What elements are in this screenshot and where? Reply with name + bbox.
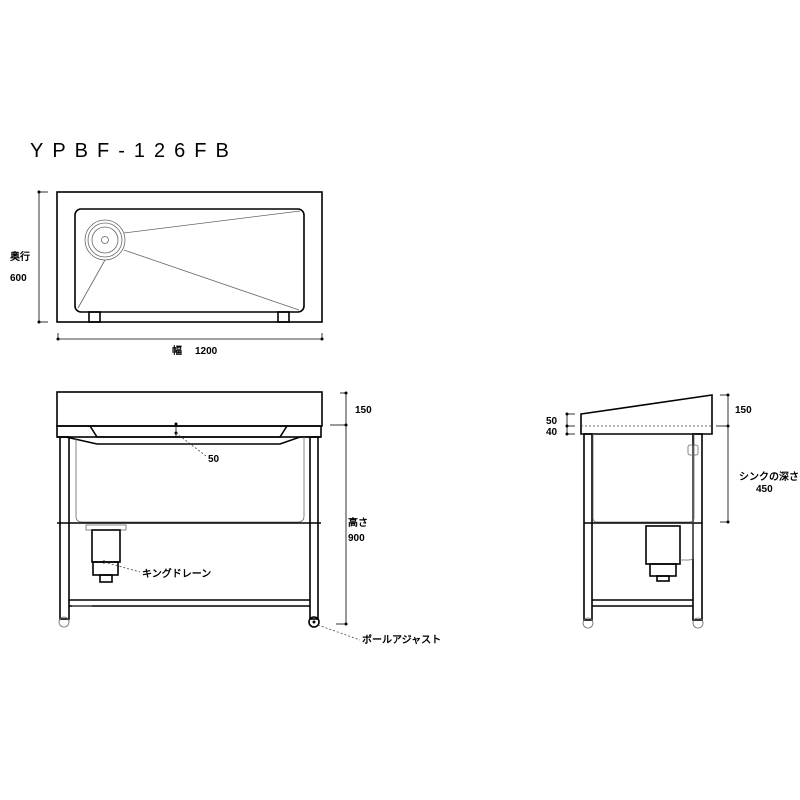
ball-adjuster — [308, 616, 320, 628]
front-top-height: 150 — [355, 405, 372, 416]
drain-label: キングドレーン — [142, 569, 212, 580]
top-view-outline — [56, 191, 323, 323]
height-label: 高さ — [348, 518, 368, 529]
king-drain — [91, 529, 121, 563]
width-label: 幅 — [172, 346, 182, 357]
drain-icon — [84, 219, 126, 261]
side-top-height: 150 — [735, 405, 752, 416]
depth-value: 600 — [10, 273, 27, 284]
backsplash — [56, 391, 323, 427]
side-backsplash — [580, 394, 713, 435]
top-view — [37, 190, 324, 341]
height-value: 900 — [348, 533, 365, 544]
dim-50: 50 — [546, 416, 558, 427]
adjuster-left — [58, 616, 70, 628]
sink-depth-label: シンクの深さ — [739, 472, 799, 483]
leg-right — [309, 436, 319, 620]
dim-40: 40 — [546, 427, 558, 438]
foot — [277, 311, 290, 323]
foot — [88, 311, 101, 323]
rim-depth: 50 — [208, 454, 220, 465]
depth-label: 奥行 — [10, 252, 30, 263]
leg-left — [59, 436, 70, 620]
basin-outline — [74, 208, 305, 313]
width-value: 1200 — [195, 346, 218, 357]
side-view — [565, 393, 730, 629]
sink-depth-value: 450 — [756, 484, 773, 495]
side-drain — [645, 525, 681, 565]
model-title: YPBF-126FB — [30, 140, 238, 162]
adjuster-label: ボールアジャスト — [362, 635, 442, 646]
front-view — [56, 391, 361, 641]
overflow-pipe — [687, 444, 699, 456]
